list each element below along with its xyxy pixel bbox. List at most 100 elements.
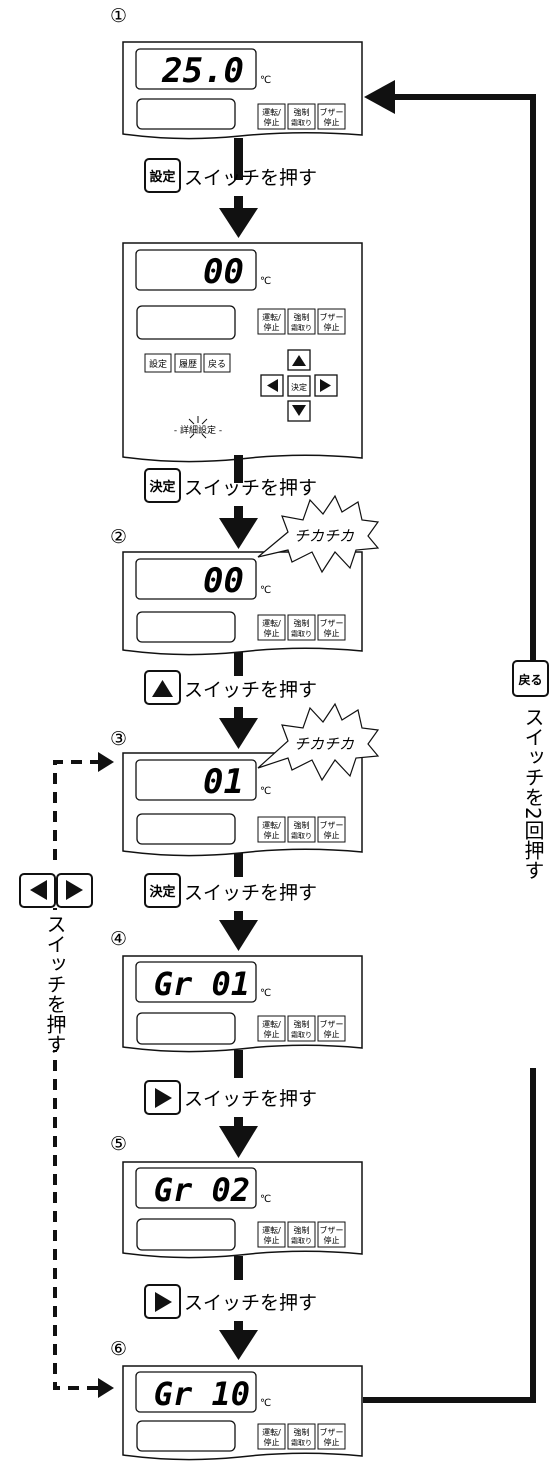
svg-text:ブザー: ブザー bbox=[320, 312, 344, 322]
svg-text:霜取り: 霜取り bbox=[291, 630, 312, 638]
lcd-display-5: Gr 02 bbox=[154, 1171, 250, 1209]
controller-panel-2: 00 ℃ 運転/ 停止 強制 霜取り ブザー 停止 bbox=[122, 551, 363, 656]
svg-text:停止: 停止 bbox=[264, 830, 280, 840]
settei-button[interactable]: 設定 bbox=[144, 353, 172, 373]
svg-text:停止: 停止 bbox=[264, 322, 280, 332]
buzzer-stop-button[interactable]: ブザー 停止 bbox=[317, 1423, 346, 1450]
svg-text:霜取り: 霜取り bbox=[291, 324, 312, 332]
back-button[interactable]: 戻る bbox=[203, 353, 231, 373]
svg-text:停止: 停止 bbox=[324, 628, 340, 638]
svg-text:運転/: 運転/ bbox=[262, 108, 281, 117]
svg-text:強制: 強制 bbox=[294, 107, 310, 117]
controller-panel-1: 25.0 ℃ 運転/ 停止 強制 霜取り ブザー 停止 bbox=[122, 41, 363, 140]
run-stop-button[interactable]: 運転/ 停止 bbox=[257, 816, 286, 843]
buzzer-stop-button[interactable]: ブザー 停止 bbox=[317, 308, 346, 335]
defrost-button[interactable]: 強制 霜取り bbox=[287, 1423, 316, 1450]
svg-text:℃: ℃ bbox=[260, 988, 271, 999]
svg-text:運転/: 運転/ bbox=[262, 619, 281, 628]
buzzer-stop-button[interactable]: ブザー 停止 bbox=[317, 816, 346, 843]
controller-panel-5: Gr 02 ℃ 運転/ 停止 強制 霜取り ブザー 停止 bbox=[122, 1161, 363, 1259]
svg-text:ブザー: ブザー bbox=[320, 1427, 344, 1437]
instruction-2: 決定 スイッチを押す bbox=[144, 468, 317, 503]
lcd-display-6: Gr 10 bbox=[154, 1375, 250, 1413]
return-instruction: 戻る スイッチを2回押す bbox=[512, 660, 549, 880]
svg-text:スイッチを2回押す: スイッチを2回押す bbox=[521, 707, 545, 880]
svg-text:ブザー: ブザー bbox=[320, 1019, 344, 1029]
buzzer-stop-button[interactable]: ブザー 停止 bbox=[317, 1015, 346, 1042]
left-arrow-icon bbox=[267, 379, 278, 392]
right-key-icon bbox=[66, 880, 83, 900]
lcd-display-expanded: 00 bbox=[203, 252, 244, 292]
svg-text:停止: 停止 bbox=[324, 1029, 340, 1039]
defrost-button[interactable]: 強制 霜取り bbox=[287, 816, 316, 843]
right-key-icon bbox=[155, 1292, 172, 1312]
svg-text:霜取り: 霜取り bbox=[291, 119, 312, 127]
run-stop-button[interactable]: 運転/ 停止 bbox=[257, 1221, 286, 1248]
unit-label: ℃ bbox=[260, 75, 271, 86]
blink-callout-2: チカチカ bbox=[257, 702, 380, 782]
svg-text:ブザー: ブザー bbox=[320, 618, 344, 628]
svg-text:決定: 決定 bbox=[291, 382, 307, 392]
defrost-button[interactable]: 強制 霜取り bbox=[287, 1221, 316, 1248]
run-stop-button[interactable]: 運転/ 停止 bbox=[257, 308, 286, 335]
buzzer-stop-button[interactable]: ブザー 停止 bbox=[317, 614, 346, 641]
buzzer-stop-button[interactable]: ブザー 停止 bbox=[317, 103, 346, 130]
left-dashed-loop bbox=[53, 752, 114, 1398]
controller-panel-3: 01 ℃ 運転/ 停止 強制 霜取り ブザー 停止 bbox=[122, 752, 363, 857]
blink-mark-icon bbox=[188, 416, 208, 439]
run-stop-button[interactable]: 運転/ 停止 bbox=[257, 103, 286, 130]
svg-text:強制: 強制 bbox=[294, 1427, 310, 1437]
svg-text:スイッチを押す: スイッチを押す bbox=[184, 1292, 317, 1314]
modoru-key-icon: 戻る bbox=[518, 672, 542, 687]
kettei-key-icon: 決定 bbox=[149, 479, 175, 495]
svg-text:停止: 停止 bbox=[324, 117, 340, 127]
left-key-icon bbox=[30, 880, 47, 900]
left-instruction: スイッチを押す bbox=[19, 873, 93, 1054]
defrost-button[interactable]: 強制 霜取り bbox=[287, 614, 316, 641]
right-button[interactable] bbox=[314, 374, 338, 397]
right-key-icon bbox=[155, 1088, 172, 1108]
run-stop-button[interactable]: 運転/ 停止 bbox=[257, 1423, 286, 1450]
detail-setting-label: - 詳細設定 - bbox=[174, 424, 222, 436]
svg-text:停止: 停止 bbox=[324, 322, 340, 332]
svg-text:運転/: 運転/ bbox=[262, 821, 281, 830]
down-arrow-icon bbox=[292, 405, 306, 416]
step-number-1: ① bbox=[110, 5, 127, 27]
run-stop-button[interactable]: 運転/ 停止 bbox=[257, 1015, 286, 1042]
up-button[interactable] bbox=[287, 349, 311, 371]
defrost-button[interactable]: 強制 霜取り bbox=[287, 308, 316, 335]
svg-text:℃: ℃ bbox=[260, 1398, 271, 1409]
kettei-button[interactable]: 決定 bbox=[287, 375, 311, 397]
history-button[interactable]: 履歴 bbox=[174, 353, 202, 373]
svg-text:チカチカ: チカチカ bbox=[294, 735, 354, 753]
up-arrow-icon bbox=[292, 355, 306, 366]
left-button[interactable] bbox=[260, 374, 284, 397]
svg-text:設定: 設定 bbox=[149, 358, 167, 370]
svg-text:ブザー: ブザー bbox=[320, 107, 344, 117]
buzzer-stop-button[interactable]: ブザー 停止 bbox=[317, 1221, 346, 1248]
svg-text:停止: 停止 bbox=[324, 1235, 340, 1245]
lcd-display-2: 00 bbox=[203, 561, 244, 601]
svg-text:運転/: 運転/ bbox=[262, 1020, 281, 1029]
svg-text:℃: ℃ bbox=[260, 1194, 271, 1205]
svg-text:停止: 停止 bbox=[264, 628, 280, 638]
svg-text:強制: 強制 bbox=[294, 618, 310, 628]
svg-text:停止: 停止 bbox=[264, 1029, 280, 1039]
svg-text:ブザー: ブザー bbox=[320, 820, 344, 830]
down-button[interactable] bbox=[287, 400, 311, 422]
defrost-button[interactable]: 強制 霜取り bbox=[287, 103, 316, 130]
svg-text:チカチカ: チカチカ bbox=[294, 527, 354, 545]
svg-text:戻る: 戻る bbox=[208, 358, 226, 370]
svg-text:停止: 停止 bbox=[324, 830, 340, 840]
svg-text:霜取り: 霜取り bbox=[291, 1439, 312, 1447]
run-stop-button[interactable]: 運転/ 停止 bbox=[257, 614, 286, 641]
svg-text:スイッチを押す: スイッチを押す bbox=[184, 477, 317, 499]
instruction-1: 設定 スイッチを押す bbox=[144, 158, 317, 193]
defrost-button[interactable]: 強制 霜取り bbox=[287, 1015, 316, 1042]
svg-text:強制: 強制 bbox=[294, 1225, 310, 1235]
svg-text:運転/: 運転/ bbox=[262, 313, 281, 322]
return-loop-arrow bbox=[363, 80, 536, 1403]
instruction-3: スイッチを押す bbox=[144, 670, 317, 705]
svg-text:℃: ℃ bbox=[260, 585, 271, 596]
